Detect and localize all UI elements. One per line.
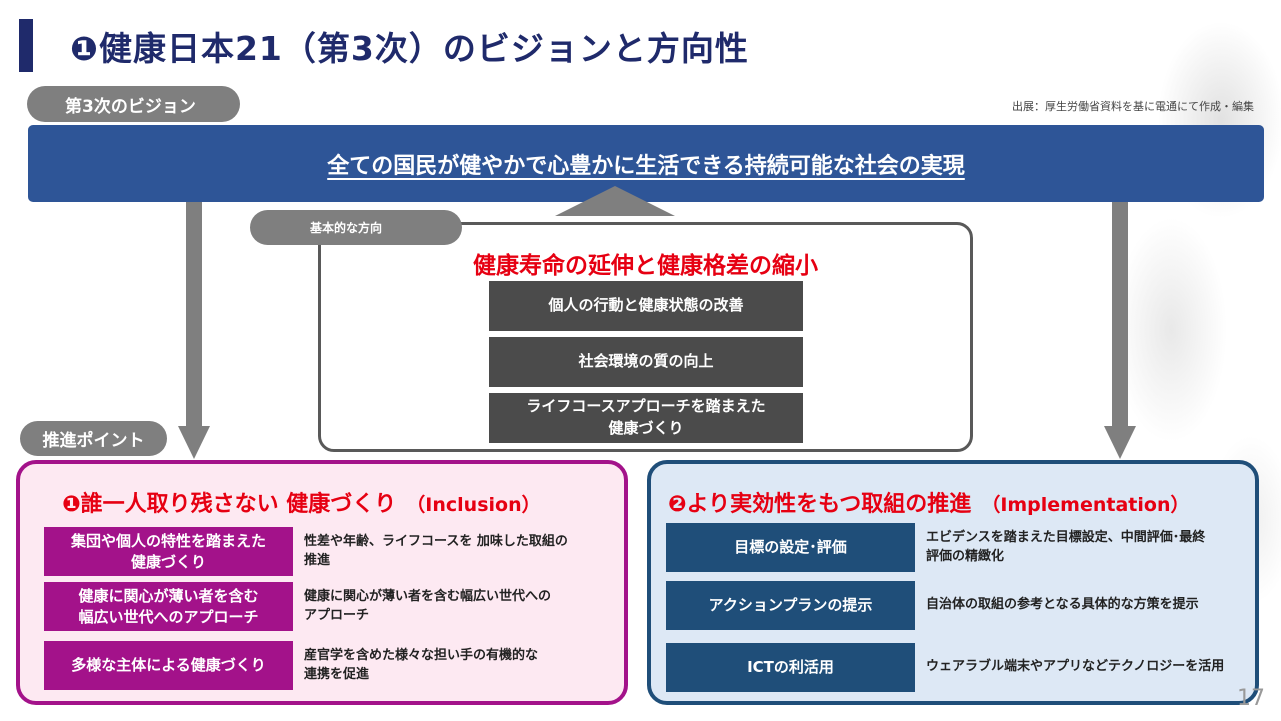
inclusion-row-label: 多様な主体による健康づくり [44, 641, 293, 690]
right-arrow-shaft [1112, 202, 1128, 428]
page-number: 17 [1237, 686, 1265, 711]
implementation-row-desc: エビデンスを踏まえた目標設定、中間評価･最終 評価の精緻化 [926, 530, 1206, 564]
implementation-row-label: ICTの利活用 [666, 643, 915, 692]
inclusion-row-desc: 性差や年齢、ライフコースを 加味した取組の 推進 [304, 534, 568, 568]
implementation-title: ❷より実効性をもつ取組の推進 （Implementation） [668, 486, 1189, 518]
inclusion-row-label: 健康に関心が薄い者を含む 幅広い世代へのアプローチ [44, 582, 293, 631]
promotion-label: 推進ポイント [20, 421, 167, 456]
vision-label: 第3次のビジョン [27, 86, 240, 122]
implementation-title-en: （Implementation） [981, 494, 1190, 516]
implementation-row-desc: 自治体の取組の参考となる具体的な方策を提示 [926, 597, 1199, 613]
inclusion-row-desc: 産官学を含めた様々な担い手の有機的な 連携を促進 [304, 648, 539, 682]
implementation-row-label: 目標の設定･評価 [666, 523, 915, 572]
vision-statement: 全ての国民が健やかで心豊かに生活できる持続可能な社会の実現 [327, 153, 965, 179]
direction-item: ライフコースアプローチを踏まえた 健康づくり [489, 393, 803, 443]
left-arrow-head-icon [178, 426, 210, 459]
implementation-row-desc: ウェアラブル端末やアプリなどテクノロジーを活用 [926, 659, 1225, 675]
left-arrow-shaft [186, 202, 202, 428]
direction-item: 社会環境の質の向上 [489, 337, 803, 387]
direction-item: 個人の行動と健康状態の改善 [489, 281, 803, 331]
implementation-title-jp: ❷より実効性をもつ取組の推進 [668, 492, 972, 517]
right-arrow-head-icon [1104, 426, 1136, 459]
up-arrow-icon [555, 186, 675, 216]
source-note: 出展：厚生労働省資料を基に電通にて作成・編集 [1012, 100, 1254, 113]
direction-label: 基本的な方向 [250, 210, 462, 245]
inclusion-row-desc: 健康に関心が薄い者を含む幅広い世代への アプローチ [304, 589, 552, 623]
direction-heading: 健康寿命の延伸と健康格差の縮小 [473, 253, 818, 279]
inclusion-row-label: 集団や個人の特性を踏まえた 健康づくり [44, 527, 293, 576]
page-title: ❶健康日本21（第3次）のビジョンと方向性 [70, 29, 749, 68]
implementation-row-label: アクションプランの提示 [666, 581, 915, 630]
inclusion-title: ❶誰一人取り残さない 健康づくり （Inclusion） [62, 486, 541, 518]
inclusion-title-en: （Inclusion） [406, 494, 541, 516]
inclusion-title-jp: ❶誰一人取り残さない 健康づくり [62, 492, 397, 517]
title-accent-bar [19, 19, 33, 72]
